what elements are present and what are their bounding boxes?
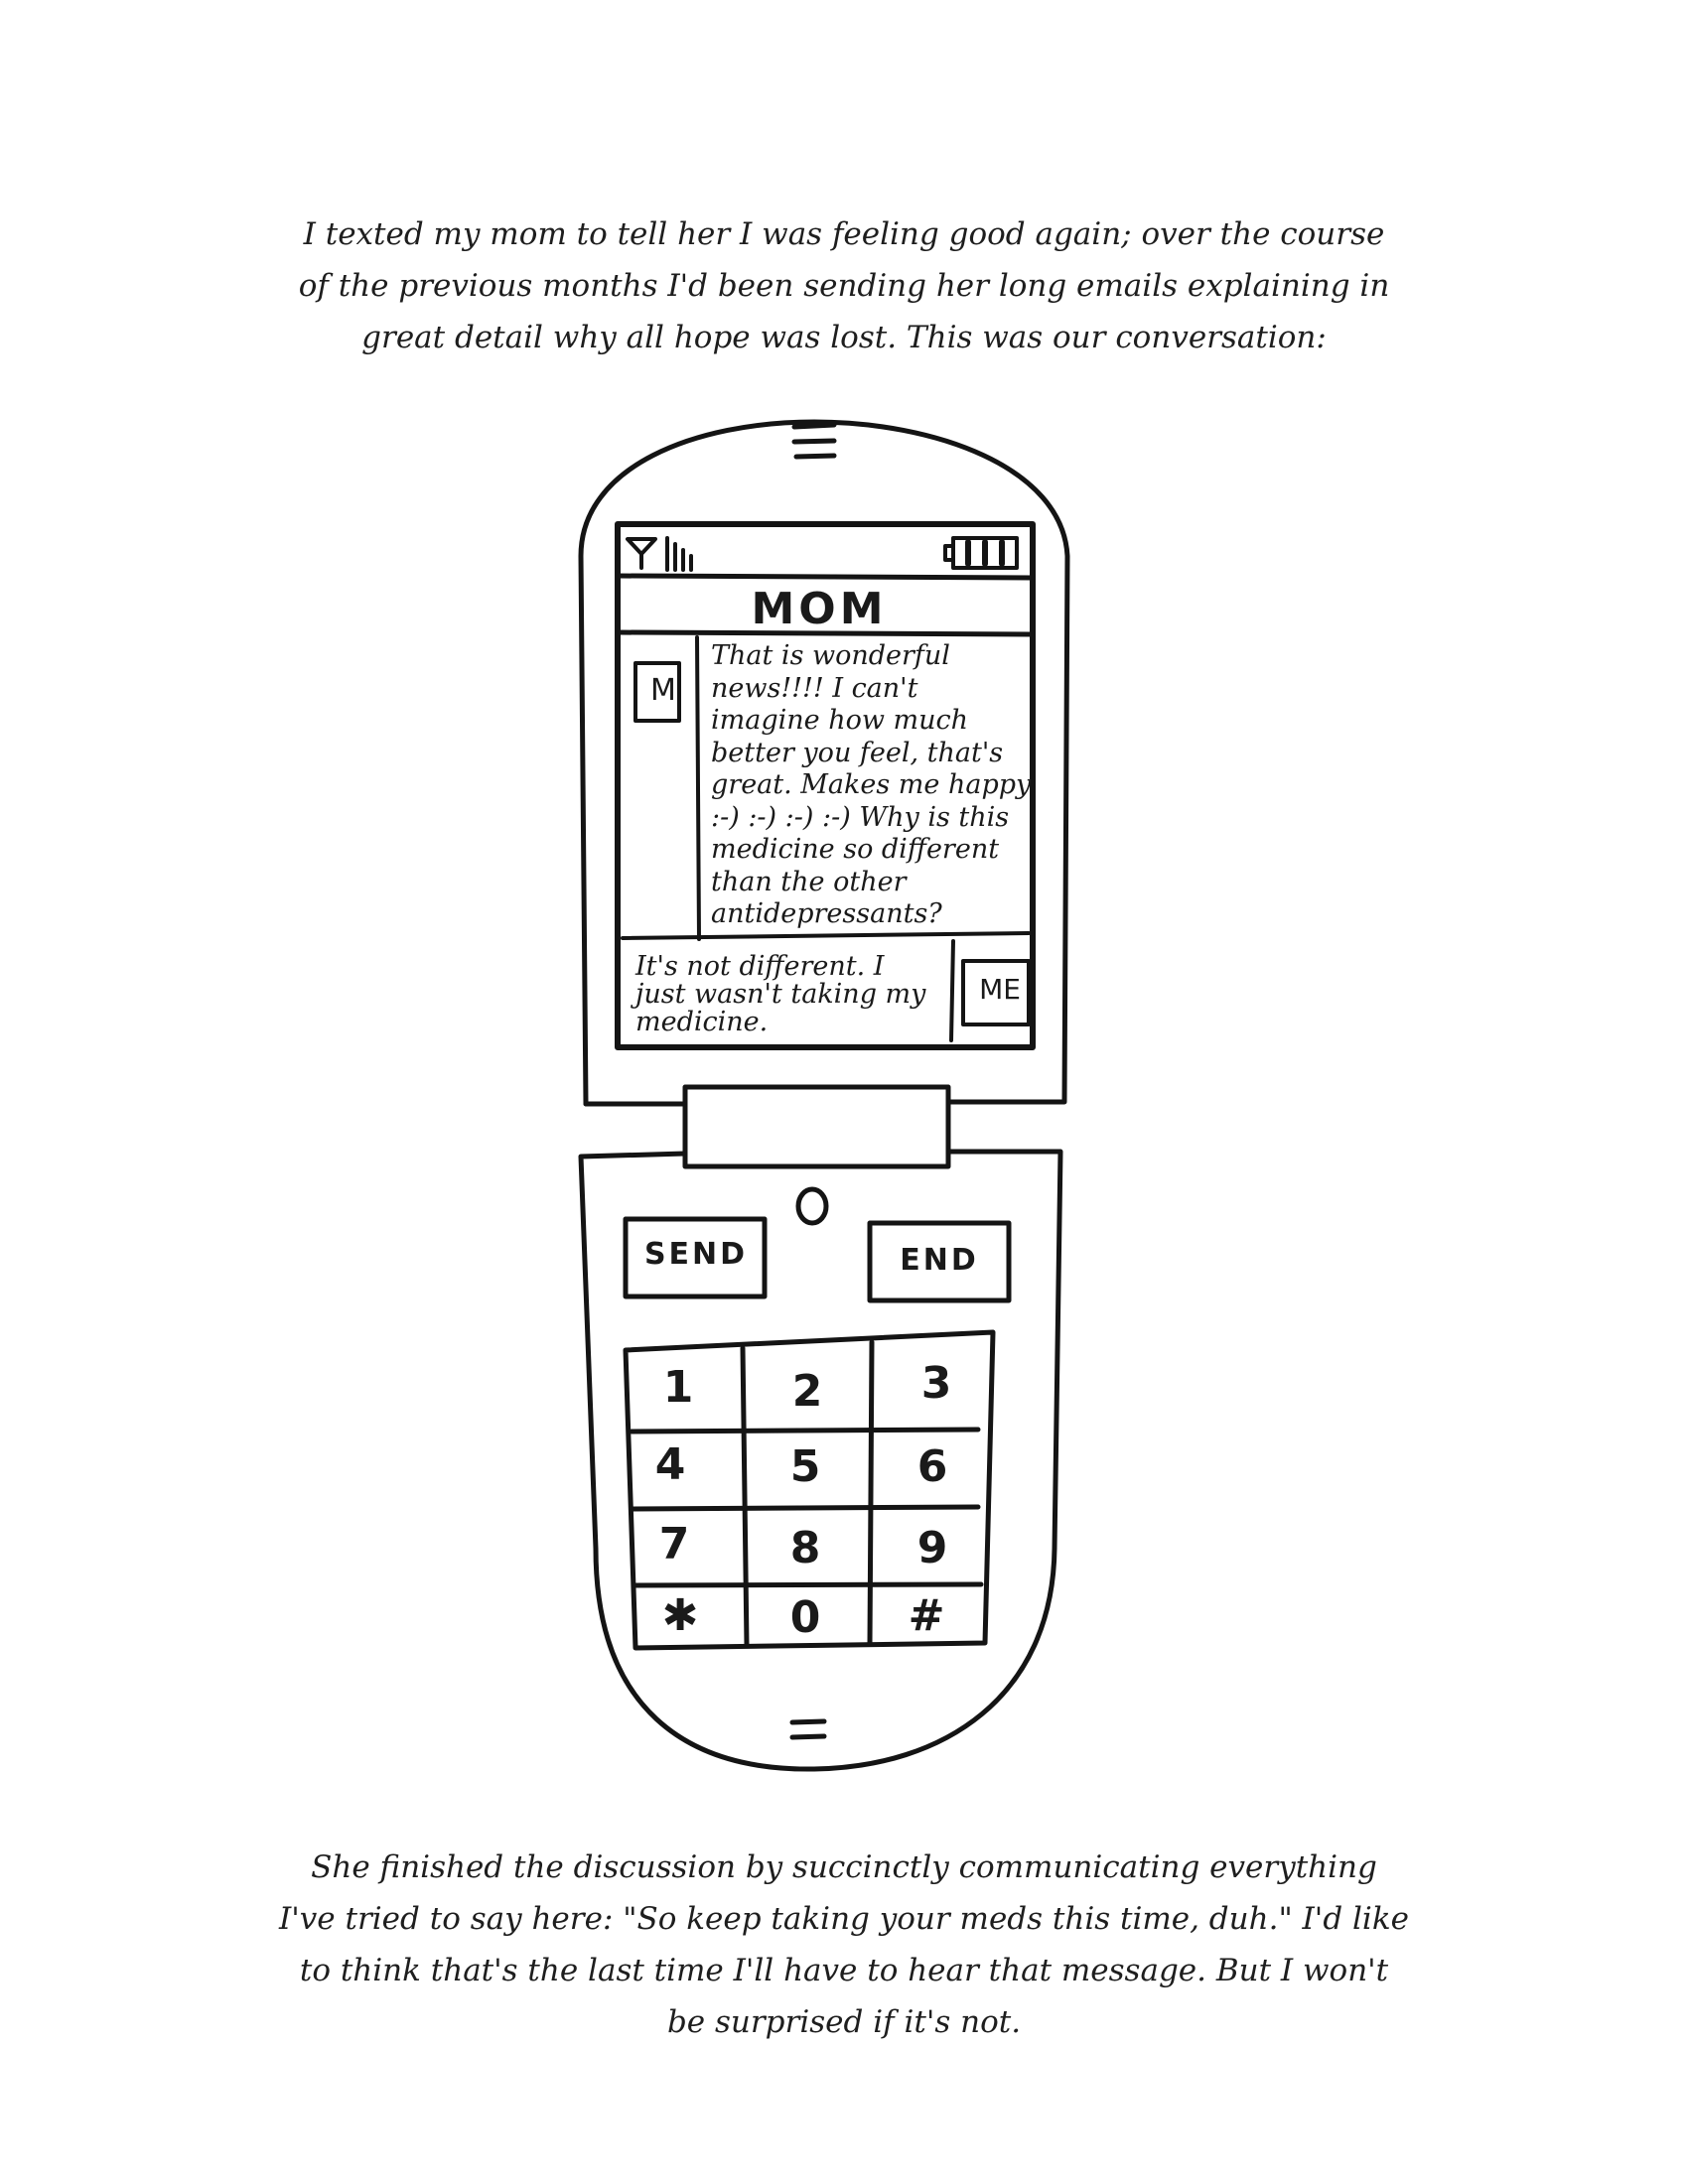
key-0: 0 <box>789 1592 821 1643</box>
microphone-icon <box>789 1718 827 1740</box>
mom-message-border <box>695 635 701 941</box>
phone-screen <box>615 521 1036 1050</box>
keypad-outline <box>623 1329 996 1651</box>
message-line: great. Makes me happy <box>711 769 1032 800</box>
me-message: It's not different. I just wasn't taking… <box>635 953 925 1036</box>
key-4: 4 <box>654 1439 686 1490</box>
caption-line: of the previous months I'd been sending … <box>298 268 1390 304</box>
end-button: END <box>900 1243 979 1278</box>
caption-line: She finished the discussion by succinctl… <box>311 1849 1377 1885</box>
message-line: medicine. <box>635 1007 769 1037</box>
phone-bottom-half <box>578 1149 1063 1772</box>
caption-line: great detail why all hope was lost. This… <box>361 320 1327 355</box>
me-avatar-box <box>961 959 1031 1026</box>
key-9: 9 <box>916 1523 948 1573</box>
message-line: imagine how much <box>711 705 969 736</box>
keypad-row-line <box>631 1581 984 1588</box>
contact-name: MOM <box>751 584 888 634</box>
caption-line: be surprised if it's not. <box>666 2004 1022 2040</box>
key-hash: # <box>908 1590 945 1641</box>
key-2: 2 <box>791 1366 823 1417</box>
me-avatar: ME <box>979 973 1021 1006</box>
message-line: than the other <box>711 866 907 897</box>
key-7: 7 <box>658 1519 690 1570</box>
keypad-col-line <box>740 1345 750 1649</box>
message-line: That is wonderful <box>711 640 950 671</box>
phone-hinge <box>682 1084 951 1169</box>
keypad-row-line <box>630 1504 981 1512</box>
me-message-border <box>949 939 955 1042</box>
status-bar-divider <box>615 573 1036 581</box>
caption-line: I texted my mom to tell her I was feelin… <box>303 216 1385 252</box>
top-caption: I texted my mom to tell her I was feelin… <box>149 208 1539 363</box>
caption-line: I've tried to say here: "So keep taking … <box>279 1901 1409 1937</box>
mom-message: That is wonderful news!!!! I can't imagi… <box>711 640 1031 931</box>
message-line: just wasn't taking my <box>635 979 926 1010</box>
message-line: medicine so different <box>711 834 1000 865</box>
message-line: news!!!! I can't <box>711 672 918 704</box>
mom-avatar-box <box>633 661 681 723</box>
navigation-button-icon <box>795 1186 829 1226</box>
mom-avatar: M <box>650 673 676 708</box>
caption-line: to think that's the last time I'll have … <box>299 1953 1389 1988</box>
end-button-outline <box>867 1220 1012 1303</box>
header-divider <box>615 629 1036 637</box>
keypad-row-line <box>629 1427 981 1434</box>
key-8: 8 <box>789 1523 821 1573</box>
signal-bars-icon <box>665 536 693 572</box>
send-button-outline <box>623 1216 768 1299</box>
key-1: 1 <box>662 1362 694 1413</box>
message-divider <box>621 931 1031 940</box>
message-line: antidepressants? <box>711 898 942 929</box>
signal-antenna-icon <box>626 537 657 570</box>
key-5: 5 <box>789 1441 821 1492</box>
battery-icon <box>943 536 1019 570</box>
key-star: ✱ <box>661 1590 699 1641</box>
message-line: It's not different. I <box>635 951 885 982</box>
keypad-col-line <box>867 1339 875 1647</box>
key-6: 6 <box>916 1441 948 1492</box>
message-line: :-) :-) :-) :-) Why is this <box>711 801 1010 833</box>
earpiece-icon <box>791 422 837 460</box>
key-3: 3 <box>920 1358 952 1409</box>
send-button: SEND <box>643 1237 749 1272</box>
bottom-caption: She finished the discussion by succinctl… <box>149 1842 1539 2048</box>
message-line: better you feel, that's <box>711 737 1004 768</box>
phone-top-half <box>578 419 1070 1107</box>
